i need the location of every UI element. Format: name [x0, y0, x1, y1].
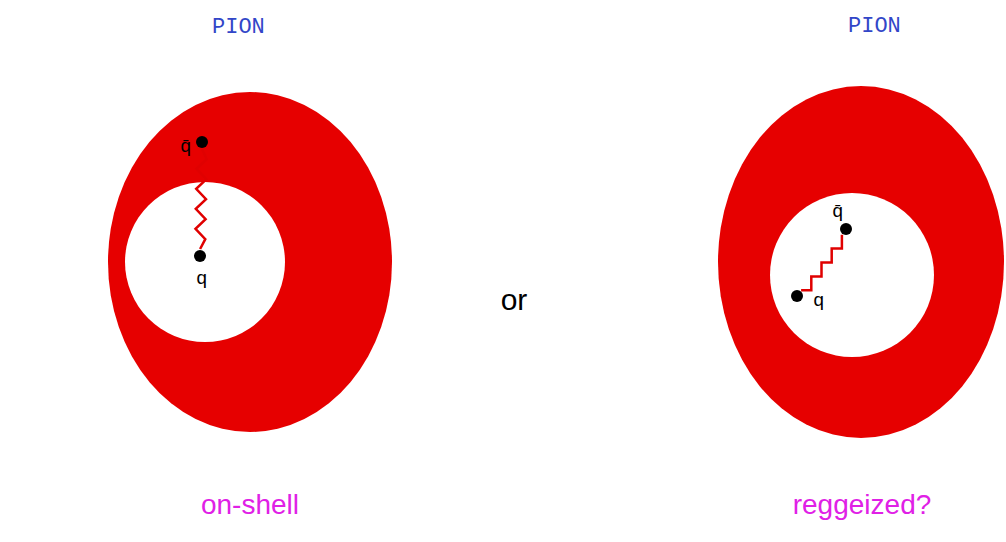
quark-label: q̄ [832, 201, 843, 223]
pion-ring: PIONq̄q [108, 92, 392, 432]
quark-label: q [813, 290, 824, 312]
dot-symbol [196, 136, 208, 148]
dot-symbol [840, 223, 852, 235]
ring-shape [108, 92, 392, 432]
dot-symbol [791, 290, 803, 302]
quark-dot: q [791, 290, 803, 302]
dot-symbol [194, 250, 206, 262]
pion-heading: PION [212, 15, 265, 40]
quark-dot: q [194, 250, 206, 262]
pion-ring: PIONq̄q [718, 86, 1004, 438]
antiquark-dot: q̄ [196, 136, 208, 148]
antiquark-dot: q̄ [840, 223, 852, 235]
quark-label: q [196, 268, 207, 290]
pion-heading: PION [848, 14, 901, 39]
quark-label: q̄ [180, 136, 191, 158]
gluon-link [196, 149, 207, 249]
or-label: or [501, 283, 528, 317]
caption-label: reggeized? [793, 489, 932, 521]
gluon-link [801, 235, 842, 291]
caption-label: on-shell [201, 489, 299, 521]
ring-shape [718, 86, 1004, 438]
